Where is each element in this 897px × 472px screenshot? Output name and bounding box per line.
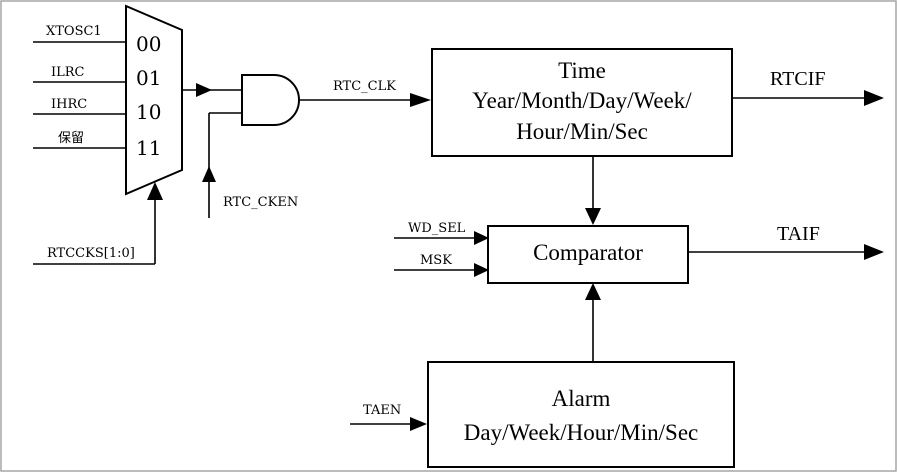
taif-label: TAIF (777, 223, 820, 245)
time-fields-line2: Hour/Min/Sec (516, 119, 648, 144)
rtcif-label: RTCIF (770, 68, 825, 90)
xtosc1-label: XTOSC1 (46, 24, 102, 39)
time-title: Time (558, 58, 606, 83)
time-to-comparator-arrowhead (585, 208, 601, 225)
rtccks-arrowhead (147, 182, 163, 200)
wd-sel-arrowhead (474, 231, 489, 245)
alarm-fields: Day/Week/Hour/Min/Sec (464, 420, 698, 445)
alarm-title: Alarm (552, 386, 611, 411)
mux-body (125, 4, 183, 196)
time-block-box (431, 48, 733, 157)
alarm-block: Alarm Day/Week/Hour/Min/Sec (427, 361, 735, 468)
reserved-label: 保留 (58, 131, 84, 146)
taen-label: TAEN (363, 403, 401, 418)
ilrc-label: ILRC (51, 65, 85, 80)
wd-sel-label: WD_SEL (408, 221, 466, 236)
rtc-cken-arrowhead (202, 166, 216, 182)
time-block: Time Year/Month/Day/Week/ Hour/Min/Sec (431, 48, 733, 157)
ihrc-label: IHRC (51, 97, 87, 112)
alarm-to-comparator-arrowhead (585, 283, 601, 300)
mux-out-arrowhead (196, 83, 212, 97)
rtc-cken-label: RTC_CKEN (223, 195, 298, 210)
comparator-label: Comparator (533, 240, 643, 265)
taen-arrowhead (410, 417, 427, 431)
clock-mux: 00 01 10 11 XTOSC1 ILRC IHRC 保留 RTCCKS[1… (33, 4, 183, 265)
msk-label: MSK (420, 253, 452, 268)
comparator-block: Comparator (487, 225, 689, 284)
taif-arrowhead (864, 244, 884, 260)
mux-code-00: 00 (136, 32, 161, 56)
mux-code-11: 11 (136, 136, 161, 160)
mux-code-10: 10 (136, 100, 161, 124)
time-fields-line1: Year/Month/Day/Week/ (472, 88, 692, 113)
rtcif-arrowhead (864, 90, 884, 106)
comparator-box (487, 225, 689, 284)
msk-arrowhead (474, 263, 489, 277)
mux-code-01: 01 (136, 66, 161, 90)
and-gate (241, 74, 300, 126)
rtc-clk-label: RTC_CLK (333, 79, 396, 94)
rtccks-label: RTCCKS[1:0] (47, 246, 135, 261)
rtc-clk-arrowhead (410, 93, 431, 107)
alarm-block-box (427, 361, 735, 468)
